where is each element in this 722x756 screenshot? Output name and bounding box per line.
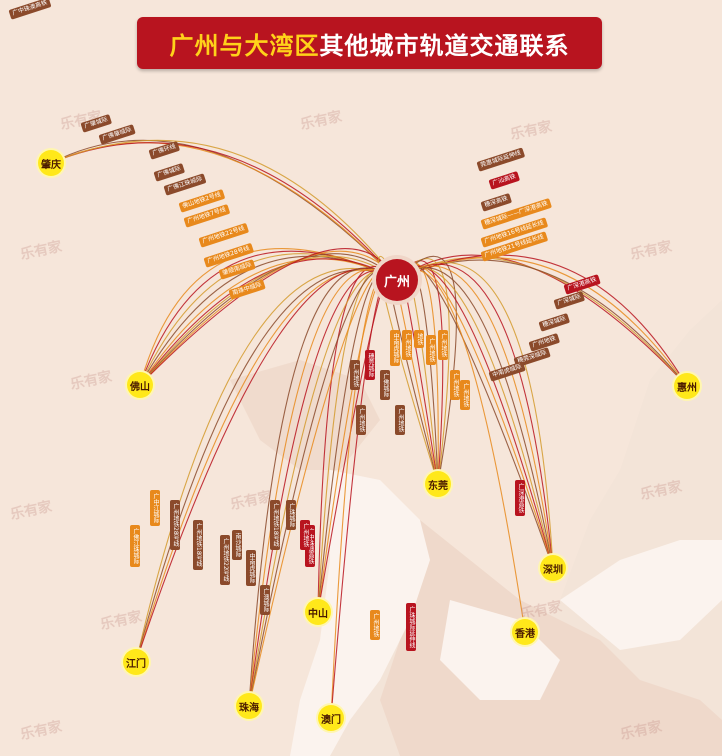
route-label: 地铁 (414, 330, 424, 348)
city-zhuhai[interactable]: 珠海 (236, 693, 262, 719)
route-label: 广州地铁22号线 (220, 535, 230, 585)
route-label: 广州地铁 (426, 335, 436, 365)
route-label: 广州地铁 (395, 405, 405, 435)
route-label: 南沙城际 (232, 530, 242, 560)
city-hongkong[interactable]: 香港 (512, 619, 538, 645)
route-line-zhaoqing (50, 139, 398, 281)
city-foshan[interactable]: 佛山 (127, 372, 153, 398)
route-label: 广州地铁 (356, 405, 366, 435)
route-line-shenzhen (396, 261, 554, 569)
route-lines (50, 139, 688, 719)
route-label: 广州地铁 (370, 610, 380, 640)
route-line-dongguan (396, 255, 457, 485)
route-line-zhuhai (248, 267, 398, 707)
route-label: 广州地铁18号线 (193, 520, 203, 570)
city-zhongshan[interactable]: 中山 (305, 599, 331, 625)
route-label: 广州地铁 (460, 380, 470, 410)
route-line-zhongshan (317, 266, 398, 613)
route-label: 中南虎城际 (246, 550, 256, 586)
route-label: 广佛城际 (380, 370, 390, 400)
city-huizhou[interactable]: 惠州 (674, 373, 700, 399)
route-label: 穗莞城际 (365, 350, 375, 380)
city-jiangmen[interactable]: 江门 (123, 649, 149, 675)
hub-guangzhou[interactable]: 广州 (376, 259, 418, 301)
route-label: 广深港高铁 (515, 480, 525, 516)
route-line-shenzhen (396, 267, 554, 569)
route-line-zhaoqing (50, 142, 398, 281)
city-shenzhen[interactable]: 深圳 (540, 555, 566, 581)
route-label: 广州地铁18号线 (270, 500, 280, 550)
route-line-huizhou (396, 254, 688, 387)
route-line-zhaoqing (50, 139, 398, 281)
route-label: 广州地铁 (438, 330, 448, 360)
route-line-foshan (139, 248, 398, 386)
route-label: 广佛江珠城际 (130, 525, 140, 567)
route-label: 广州地铁28号线 (170, 500, 180, 550)
route-line-foshan (139, 258, 398, 386)
route-label: 广州地铁 (300, 520, 310, 550)
title-banner: 广州与大湾区 其他城市轨道交通联系 (137, 17, 602, 69)
route-label: 广州地铁 (350, 360, 360, 390)
route-line-jiangmen (135, 267, 398, 663)
route-label: 广澳城际 (260, 585, 270, 615)
route-label: 广中珠澳高铁 (305, 525, 315, 567)
title-rest: 其他城市轨道交通联系 (319, 31, 570, 60)
city-zhaoqing[interactable]: 肇庆 (38, 150, 64, 176)
city-dongguan[interactable]: 东莞 (425, 471, 451, 497)
title-highlight: 广州与大湾区 (169, 31, 320, 60)
city-macau[interactable]: 澳门 (318, 705, 344, 731)
route-label: 广珠城际 (286, 500, 296, 530)
route-label: 广州地铁 (450, 370, 460, 400)
water-areas (290, 470, 722, 756)
route-label: 广珠城际延伸线 (406, 603, 416, 651)
route-line-zhuhai (248, 268, 398, 707)
route-label: 中南虎城际 (390, 330, 400, 366)
route-label: 广州地铁 (402, 330, 412, 360)
route-label: 广中江城际 (150, 490, 160, 526)
route-line-zhuhai (248, 270, 398, 707)
